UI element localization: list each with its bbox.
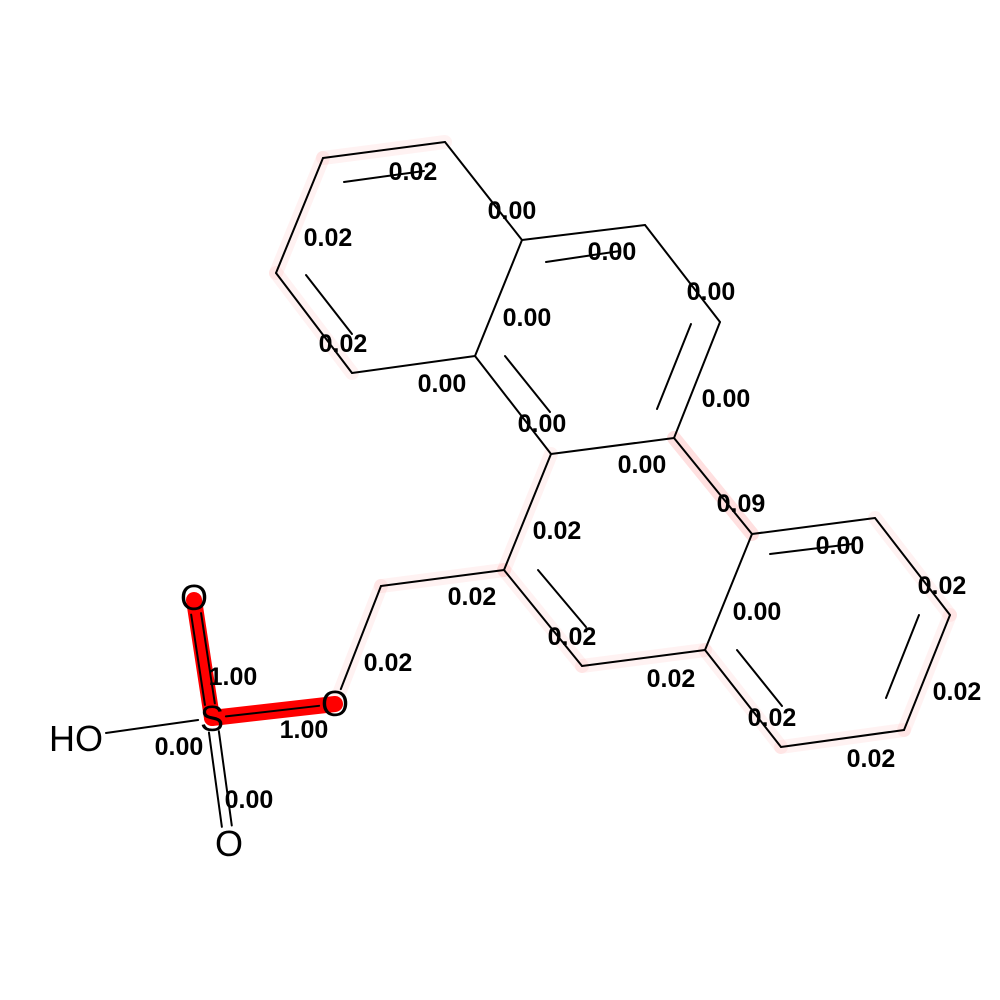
bond-line [339,585,382,691]
bond-line [380,569,505,587]
bond-weight-label: 0.02 [533,517,582,545]
bond-weight-label: 0.02 [548,623,597,651]
bond-line [704,533,753,651]
bond-line [903,614,951,731]
bond-weight-label: 0.00 [503,304,552,332]
bond-weight-label: 0.00 [702,385,751,413]
bond-line [874,517,951,616]
bond-weight-label: 0.02 [918,572,967,600]
bond-line [275,157,324,274]
bond-inner-line [885,614,920,699]
bond-weight-label: 0.02 [448,583,497,611]
bond-inner-line [736,649,783,707]
bond-line [503,569,583,667]
bond-inner-line [656,323,692,410]
atom-o-top: O [180,577,208,618]
bond-line [644,224,721,323]
bond-line [780,729,905,748]
bond-weight-label: 1.00 [280,716,329,744]
bond-line [351,355,476,374]
atom-o-ester: O [321,683,349,724]
bond-line [322,141,446,159]
atom-sulfur: S [200,698,224,739]
bond-line [581,649,706,667]
bond-weight-label: 0.00 [588,238,637,266]
bond-line [275,272,353,374]
bond-lines [105,141,951,828]
bond-line [474,355,552,455]
bond-weight-label: 1.00 [209,663,258,691]
bond-line [224,704,321,718]
bond-weight-label: 0.00 [518,410,567,438]
bond-line [550,437,675,455]
bond-weight-label: 0.02 [748,704,797,732]
bond-weight-label: 0.00 [488,197,537,225]
bond-weight-label: 0.02 [647,665,696,693]
bond-weight-labels: 0.02 0.00 0.00 0.00 0.02 0.00 0.00 0.02 0.00 0.00… [155,158,982,814]
bond-line [673,437,753,535]
bond-line [474,239,523,357]
bond-weight-label: 0.02 [389,158,438,186]
bond-line [673,321,721,439]
bond-line [521,224,646,241]
bond-line [444,141,523,241]
bond-weight-label: 0.00 [225,786,274,814]
atom-hydroxyl: HO [49,718,103,759]
atom-o-bottom: O [215,823,243,864]
bond-weight-label: 0.00 [816,532,865,560]
bond-highlight [186,592,220,726]
bond-weight-label: 0.02 [364,649,413,677]
bond-weight-label: 0.00 [733,598,782,626]
bond-weight-label: 0.02 [933,678,982,706]
atom-labels: O S O HO O [49,577,349,864]
bond-weight-label: 0.00 [618,451,667,479]
bond-weight-label: 0.00 [155,733,204,761]
bond-weight-label: 0.02 [304,224,353,252]
bond-inner-line [305,274,353,335]
bond-inner-line [769,543,853,555]
bond-inner-line [343,170,425,183]
bond-inner-line [537,569,587,628]
bond-line [105,718,200,734]
bond-line [200,612,216,705]
bond-inner-line [545,250,621,263]
bond-line [751,517,876,535]
bond-line [207,731,223,828]
bond-line [704,649,782,748]
bond-weight-label: 0.00 [687,278,736,306]
bond-weight-label: 0.02 [847,745,896,773]
bond-line [217,730,233,827]
bond-inner-line [504,355,551,413]
bond-line [190,613,206,706]
bond-weight-label: 0.00 [418,370,467,398]
bond-weight-label: 0.09 [717,490,766,518]
bond-weight-label: 0.02 [319,330,368,358]
bond-line [503,453,552,571]
